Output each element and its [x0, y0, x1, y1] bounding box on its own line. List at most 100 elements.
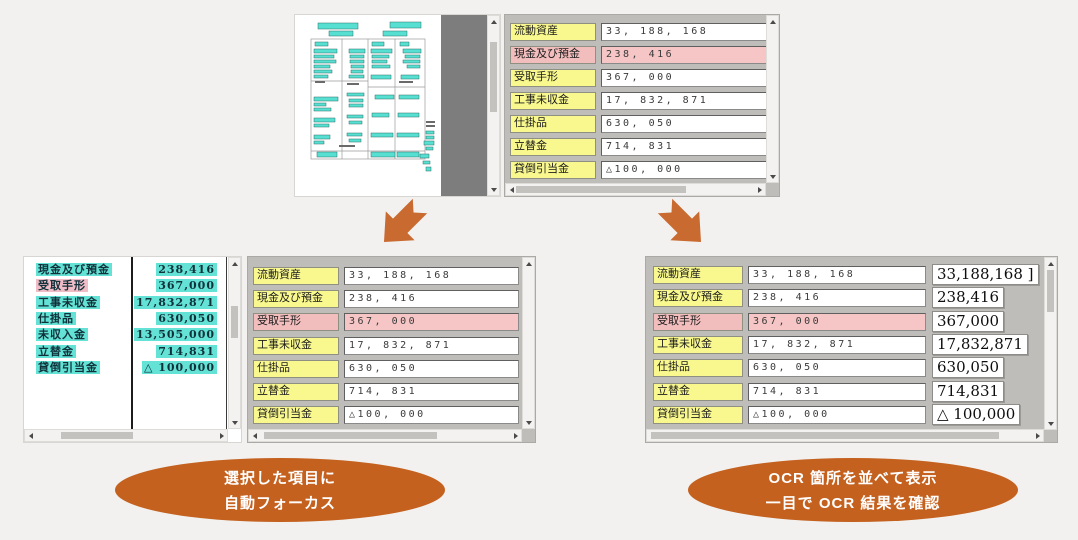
balance-sheet-thumbnail	[297, 17, 437, 193]
ocr-source-snippet: 630,050	[932, 357, 1005, 378]
scroll-left-icon[interactable]	[249, 430, 260, 441]
scroll-up-icon[interactable]	[229, 258, 240, 269]
field-value-input[interactable]: 238, 416	[344, 290, 519, 308]
ocr-source-snippet: 238,416	[932, 287, 1005, 308]
scrollbar-thumb[interactable]	[264, 432, 437, 439]
field-value-input[interactable]: 367, 000	[748, 313, 926, 331]
scrollbar-thumb[interactable]	[516, 186, 686, 193]
scroll-down-icon[interactable]	[767, 171, 778, 182]
ocr-region-label[interactable]: 工事未収金	[36, 296, 100, 309]
field-value-input[interactable]: △100, 000	[601, 161, 769, 179]
ocr-region-label[interactable]: 立替金	[36, 345, 76, 358]
ocr-region-value[interactable]: 367,000	[156, 279, 217, 292]
badge-text-line: 一目で OCR 結果を確認	[765, 495, 941, 512]
ocr-region-value[interactable]: 630,050	[156, 312, 217, 325]
scroll-left-icon[interactable]	[25, 430, 36, 441]
ocr-compare-panel: 流動資産 33, 188, 168 33,188,168 ] 現金及び預金 238, …	[645, 256, 1058, 443]
field-label[interactable]: 流動資産	[653, 266, 743, 284]
scrollbar-thumb[interactable]	[1047, 270, 1054, 312]
field-value-input[interactable]: 238, 416	[601, 46, 769, 64]
document-horizontal-scrollbar[interactable]	[24, 429, 228, 442]
ocr-region-label[interactable]: 現金及び預金	[36, 263, 112, 276]
scroll-down-icon[interactable]	[523, 417, 534, 428]
field-value-input[interactable]: 33, 188, 168	[748, 266, 926, 284]
compare-horizontal-scrollbar[interactable]	[646, 429, 1044, 442]
form-vertical-scrollbar[interactable]	[522, 257, 535, 429]
field-label[interactable]: 受取手形	[653, 313, 743, 331]
field-value-input[interactable]: 367, 000	[601, 69, 769, 87]
scroll-left-icon[interactable]	[506, 184, 517, 195]
badge-text-line: 選択した項目に	[223, 470, 336, 487]
field-label[interactable]: 貸倒引当金	[253, 406, 339, 424]
field-label[interactable]: 貸倒引当金	[510, 161, 596, 179]
field-value-input[interactable]: 714, 831	[748, 383, 926, 401]
field-label[interactable]: 現金及び預金	[253, 290, 339, 308]
field-label[interactable]: 流動資産	[510, 23, 596, 41]
scrollbar-thumb[interactable]	[490, 42, 497, 112]
field-label[interactable]: 工事未収金	[510, 92, 596, 110]
scroll-up-icon[interactable]	[1045, 258, 1056, 269]
ocr-region-value[interactable]: 714,831	[156, 345, 217, 358]
field-label[interactable]: 仕掛品	[253, 360, 339, 378]
field-value-input[interactable]: 630, 050	[601, 115, 769, 133]
scrollbar-thumb[interactable]	[231, 306, 238, 338]
field-value-input[interactable]: 630, 050	[748, 359, 926, 377]
field-label[interactable]: 現金及び預金	[510, 46, 596, 64]
field-value-input[interactable]: 714, 831	[344, 383, 519, 401]
scroll-right-icon[interactable]	[1032, 430, 1043, 441]
form-horizontal-scrollbar[interactable]	[248, 429, 522, 442]
scroll-up-icon[interactable]	[767, 16, 778, 27]
field-label[interactable]: 貸倒引当金	[653, 406, 743, 424]
field-label[interactable]: 流動資産	[253, 267, 339, 285]
field-value-input[interactable]: 33, 188, 168	[601, 23, 769, 41]
ocr-region-label[interactable]: 未収入金	[36, 328, 88, 341]
document-table-rule	[131, 257, 133, 429]
scroll-up-icon[interactable]	[488, 16, 499, 27]
ocr-region-label[interactable]: 貸倒引当金	[36, 361, 100, 374]
ocr-region-value[interactable]: 13,505,000	[134, 328, 217, 341]
field-value-input[interactable]: 630, 050	[344, 360, 519, 378]
field-label[interactable]: 立替金	[653, 383, 743, 401]
scroll-down-icon[interactable]	[1045, 418, 1056, 429]
form-vertical-scrollbar[interactable]	[766, 15, 779, 183]
form-horizontal-scrollbar[interactable]	[505, 183, 766, 196]
scroll-down-icon[interactable]	[488, 184, 499, 195]
scrollbar-thumb[interactable]	[61, 432, 133, 439]
field-label[interactable]: 仕掛品	[653, 359, 743, 377]
scroll-right-icon[interactable]	[510, 430, 521, 441]
field-value-input[interactable]: 367, 000	[344, 313, 519, 331]
field-label[interactable]: 工事未収金	[653, 336, 743, 354]
scroll-right-icon[interactable]	[216, 430, 227, 441]
field-label[interactable]: 受取手形	[253, 313, 339, 331]
field-label[interactable]: 立替金	[253, 383, 339, 401]
form-row: 受取手形 367, 000	[505, 69, 779, 87]
ocr-region-value[interactable]: 17,832,871	[134, 296, 217, 309]
thumbnail-vertical-scrollbar[interactable]	[487, 15, 500, 196]
scroll-up-icon[interactable]	[523, 258, 534, 269]
ocr-region-label[interactable]: 受取手形	[36, 279, 88, 292]
compare-vertical-scrollbar[interactable]	[1044, 257, 1057, 430]
field-label[interactable]: 仕掛品	[510, 115, 596, 133]
field-label[interactable]: 立替金	[510, 138, 596, 156]
field-value-input[interactable]: 17, 832, 871	[344, 337, 519, 355]
field-label[interactable]: 工事未収金	[253, 337, 339, 355]
field-value-input[interactable]: 17, 832, 871	[601, 92, 769, 110]
scroll-right-icon[interactable]	[754, 184, 765, 195]
compare-row: 貸倒引当金△100, 000△ 100,000	[646, 404, 1057, 425]
scroll-down-icon[interactable]	[229, 417, 240, 428]
field-value-input[interactable]: 17, 832, 871	[748, 336, 926, 354]
field-value-input[interactable]: 33, 188, 168	[344, 267, 519, 285]
ocr-region-value[interactable]: △ 100,000	[141, 361, 217, 374]
ocr-source-snippet: 33,188,168 ]	[932, 264, 1039, 285]
document-vertical-scrollbar[interactable]	[228, 257, 241, 429]
scrollbar-thumb[interactable]	[651, 432, 999, 439]
field-label[interactable]: 現金及び預金	[653, 289, 743, 307]
field-label[interactable]: 受取手形	[510, 69, 596, 87]
field-value-input[interactable]: 238, 416	[748, 289, 926, 307]
field-value-input[interactable]: △100, 000	[344, 406, 519, 424]
field-value-input[interactable]: 714, 831	[601, 138, 769, 156]
field-value-input[interactable]: △100, 000	[748, 406, 926, 424]
ocr-region-value[interactable]: 238,416	[156, 263, 217, 276]
ocr-region-label[interactable]: 仕掛品	[36, 312, 76, 325]
